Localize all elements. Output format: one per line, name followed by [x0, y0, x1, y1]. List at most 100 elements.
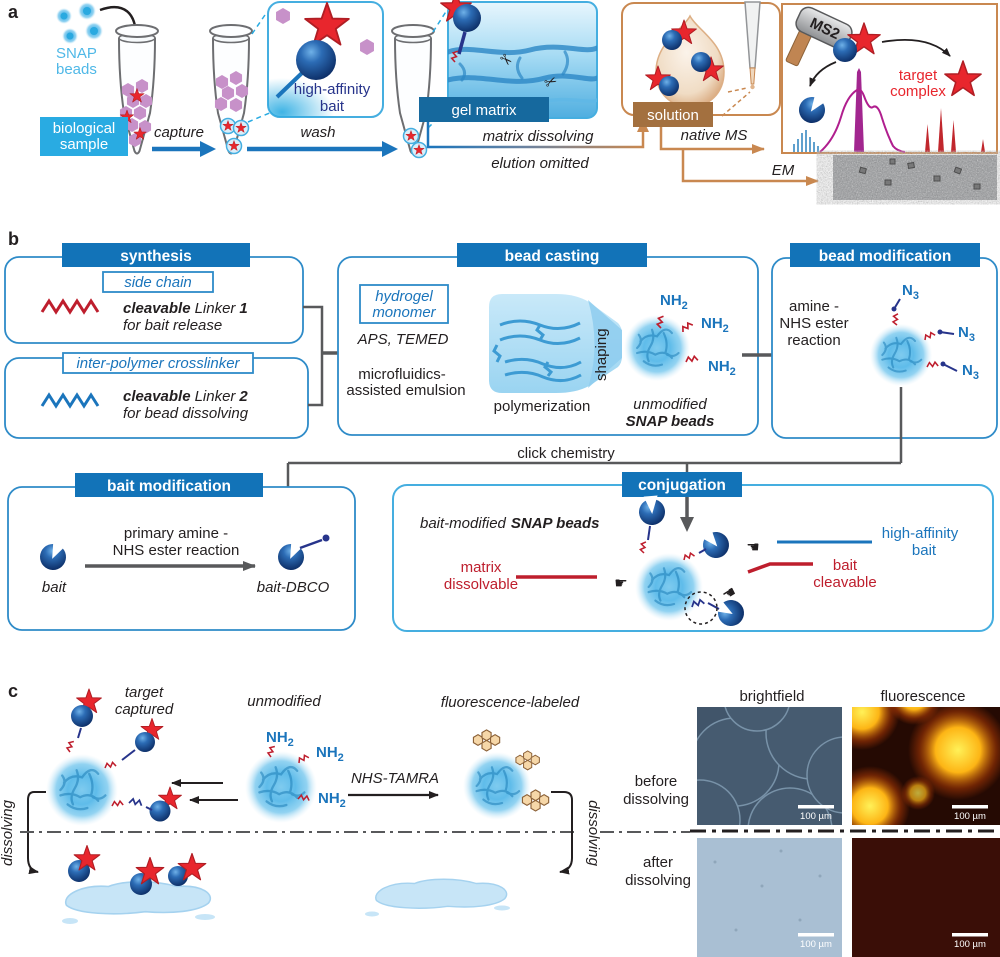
panel-a: a SNAP beads biological sample capture — [8, 0, 998, 200]
gel-matrix-label-box — [419, 97, 549, 122]
matrix-dissolving-line — [426, 122, 645, 149]
linker1-desc: for bait release — [123, 317, 222, 334]
hydrogel-label-2: monomer — [372, 304, 436, 321]
amine-nhs-label-2: NHS ester — [779, 315, 848, 332]
primary-amine-label-1: primary amine - — [124, 525, 228, 542]
bead-casting-header-box — [457, 243, 647, 267]
panel-b-label: b — [8, 229, 19, 249]
captured-bead-group — [44, 688, 182, 828]
bait-modification-header-box — [75, 473, 263, 497]
azide-arms — [891, 298, 958, 372]
micrograph-fluorescence-after: 100 µm — [852, 838, 1000, 957]
dbco-dot-icon — [322, 534, 330, 542]
target-complex-label-2: complex — [890, 83, 946, 100]
bait-label: bait — [42, 579, 67, 596]
em-label: EM — [772, 162, 795, 179]
unmodified-beads-label-1: unmodified — [633, 396, 707, 413]
solution-label: solution — [647, 107, 699, 124]
callout-dashes-2 — [427, 9, 449, 129]
panel-a-label: a — [8, 2, 19, 22]
bait-bead-icon — [296, 40, 336, 80]
pointing-hand-right-icon: ☛ — [614, 574, 627, 592]
after-dissolving-label-2: dissolving — [625, 872, 691, 889]
n3-label: N3 — [958, 324, 975, 344]
click-chemistry-label: click chemistry — [517, 445, 615, 462]
side-chain-label-box — [102, 271, 214, 293]
em-arrow — [681, 149, 819, 186]
gel-matrix-label: gel matrix — [451, 102, 517, 119]
after-dissolving-label-1: after — [643, 854, 673, 871]
biological-sample-label-1: biological — [53, 120, 116, 137]
unmodified-bead-group — [243, 744, 319, 825]
amine-nhs-label-1: amine - — [789, 298, 839, 315]
hydrogel-label-1: hydrogel — [375, 288, 433, 305]
capture-arrowhead — [200, 141, 216, 157]
bait-modification-header: bait modification — [107, 478, 231, 495]
bait-bead-icon — [453, 4, 481, 32]
bait-cleavable-label-1: bait — [833, 557, 858, 574]
nh2-label: NH2 — [660, 292, 688, 312]
tamra-bead-group — [461, 730, 549, 822]
dissolving-right-arrow — [551, 791, 573, 875]
bead-modification-header-box — [790, 243, 980, 267]
snap-beads-label-1: SNAP — [56, 45, 97, 62]
synthesis-bracket — [303, 305, 324, 407]
panel-c: c target captured unmodified NH2 NH2 NH2… — [0, 681, 1000, 957]
pipette-icon — [744, 1, 761, 90]
elution-omitted-label: elution omitted — [491, 155, 589, 172]
inter-polymer-label-box — [62, 352, 254, 374]
unmodified-label: unmodified — [247, 693, 321, 710]
scale-bar-label: 100 µm — [800, 811, 832, 822]
bait-stick — [275, 71, 304, 99]
conjugation-header-box — [622, 472, 742, 497]
nh2-label: NH2 — [318, 790, 346, 810]
tube-capture-icon — [209, 24, 253, 155]
fluorescence-labeled-label: fluorescence-labeled — [441, 694, 580, 711]
gel-matrix-callout: ✂ ✂ gel matrix — [419, 0, 598, 122]
nh2-label: NH2 — [266, 729, 294, 749]
panel-c-label: c — [8, 681, 18, 701]
conj-ha-label-2: bait — [912, 542, 937, 559]
callout-dashes-1 — [247, 11, 273, 123]
microfluidics-label-2: assisted emulsion — [346, 382, 465, 399]
linker2-zigzag-icon — [40, 392, 100, 409]
dissolving-left-arrow — [27, 791, 46, 875]
hydrogel-monomer-box — [359, 284, 449, 324]
ms-result-box: MS2 target complex — [781, 3, 998, 154]
dissociate-left-arrow — [809, 61, 837, 87]
pipette-dashes — [721, 87, 751, 117]
bead-modification-header: bead modification — [819, 248, 952, 265]
snap-beads-label-2: beads — [56, 61, 97, 78]
linker2-desc: for bead dissolving — [123, 405, 249, 422]
conjugation-arrowhead — [680, 517, 694, 532]
wash-arrowhead — [382, 141, 398, 157]
nhs-tamra-label: NHS-TAMRA — [351, 770, 439, 787]
dissolved-captured-group — [62, 844, 215, 924]
micrograph-fluorescence-before: 100 µm — [852, 707, 1000, 825]
tamra-cluster-icon — [473, 730, 499, 751]
target-captured-label-2: captured — [115, 701, 174, 718]
scale-bar-label: 100 µm — [954, 939, 986, 950]
target-complex-label-1: target — [899, 67, 938, 84]
native-ms-label: native MS — [681, 127, 748, 144]
nh2-label: NH2 — [708, 358, 736, 378]
micrograph-brightfield-before: 100 µm — [697, 707, 842, 825]
shaping-label: shaping — [593, 328, 610, 381]
hammer-icon: MS2 — [785, 6, 853, 67]
fluorescence-header: fluorescence — [880, 688, 965, 705]
complex-bead-icon — [833, 38, 857, 62]
ms-spectrum — [793, 68, 985, 153]
bait-cleavable-line — [747, 562, 813, 574]
bead-casting-header: bead casting — [505, 248, 600, 265]
scale-bar-label: 100 µm — [954, 811, 986, 822]
em-micrograph — [833, 155, 997, 200]
biological-sample-box — [40, 117, 128, 156]
conj-ha-label-1: high-affinity — [882, 525, 959, 542]
dissociate-right-arrow — [881, 39, 951, 57]
cleavable-site-circle — [684, 591, 718, 625]
azide-bead-icon — [868, 322, 934, 388]
